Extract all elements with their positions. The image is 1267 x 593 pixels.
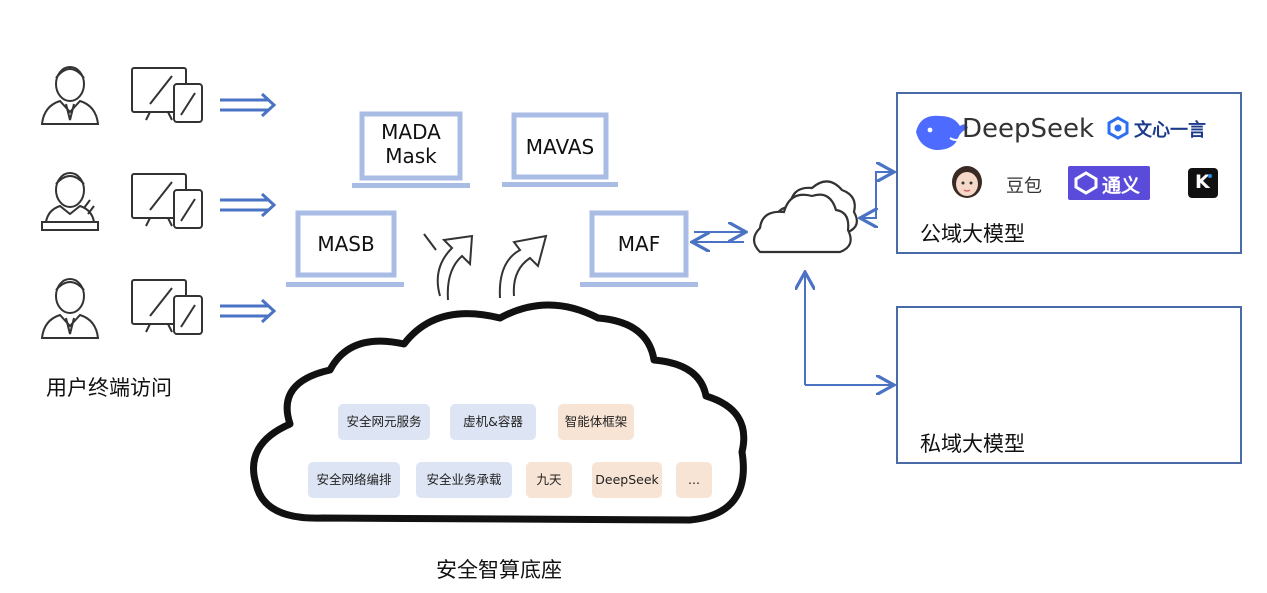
- laptop-label-mavas: MAVAS: [525, 135, 595, 159]
- tongyi-brand: 通义: [1102, 175, 1141, 197]
- doubao-brand: 豆包: [1006, 176, 1042, 197]
- wenxin-logo-icon: [1107, 116, 1129, 140]
- chip-jiutian: 九天: [526, 462, 572, 498]
- public-model-caption: 公域大模型: [920, 222, 1025, 246]
- user-icon-2: [41, 172, 99, 231]
- double-arrow-icon-2: [220, 192, 277, 218]
- wenxin-brand: 文心一言: [1134, 120, 1206, 141]
- chip-deepseek: DeepSeek: [592, 462, 662, 498]
- laptop-masb: [286, 210, 404, 287]
- chip-more: ...: [676, 462, 712, 498]
- chip-security-network-orchestration: 安全网络编排: [308, 462, 400, 498]
- kimi-dot-icon: [1208, 174, 1212, 178]
- kimi-brand: K: [1195, 171, 1210, 193]
- devices-icon-1: [131, 67, 203, 123]
- user-icon-1: [40, 66, 100, 125]
- deepseek-brand: DeepSeek: [962, 114, 1095, 144]
- public-model-panel: DeepSeek 文心一言 豆包 通义 K 公域大模型: [896, 92, 1242, 254]
- private-model-caption: 私域大模型: [920, 432, 1025, 456]
- laptop-label-masb: MASB: [317, 232, 375, 256]
- chip-vm-container: 虚机&容器: [450, 404, 536, 440]
- double-arrow-icon-3: [220, 298, 277, 324]
- chip-security-business-hosting: 安全业务承载: [416, 462, 512, 498]
- laptop-maf: [580, 210, 698, 287]
- kimi-badge: K: [1188, 168, 1218, 198]
- chip-security-ne-service: 安全网元服务: [338, 404, 430, 440]
- devices-icon-3: [131, 279, 203, 335]
- laptop-label-mada: MADA Mask: [381, 120, 441, 168]
- tongyi-logo-icon: [1074, 171, 1098, 195]
- doubao-avatar-icon: [952, 166, 982, 198]
- user-icon-3: [40, 278, 100, 339]
- maf-cloud-arrow: [694, 232, 744, 242]
- platform-caption: 安全智算底座: [436, 558, 562, 582]
- user-access-caption: 用户终端访问: [46, 376, 172, 400]
- tongyi-badge: 通义: [1068, 166, 1150, 200]
- laptop-mada: [352, 111, 470, 188]
- laptop-mavas: [502, 112, 618, 187]
- network-cloud-icon: [752, 180, 859, 254]
- devices-icon-2: [131, 173, 203, 229]
- deepseek-whale-icon: [916, 115, 968, 150]
- curved-up-left-arrow-icon: [423, 233, 474, 301]
- curved-up-right-arrow-icon: [498, 234, 548, 299]
- laptop-label-maf: MAF: [617, 232, 661, 256]
- private-model-panel: 私域大模型: [896, 306, 1242, 464]
- cloud-panel-connectors: [805, 172, 892, 385]
- chip-agent-framework: 智能体框架: [558, 404, 634, 440]
- double-arrow-icon-1: [220, 92, 277, 118]
